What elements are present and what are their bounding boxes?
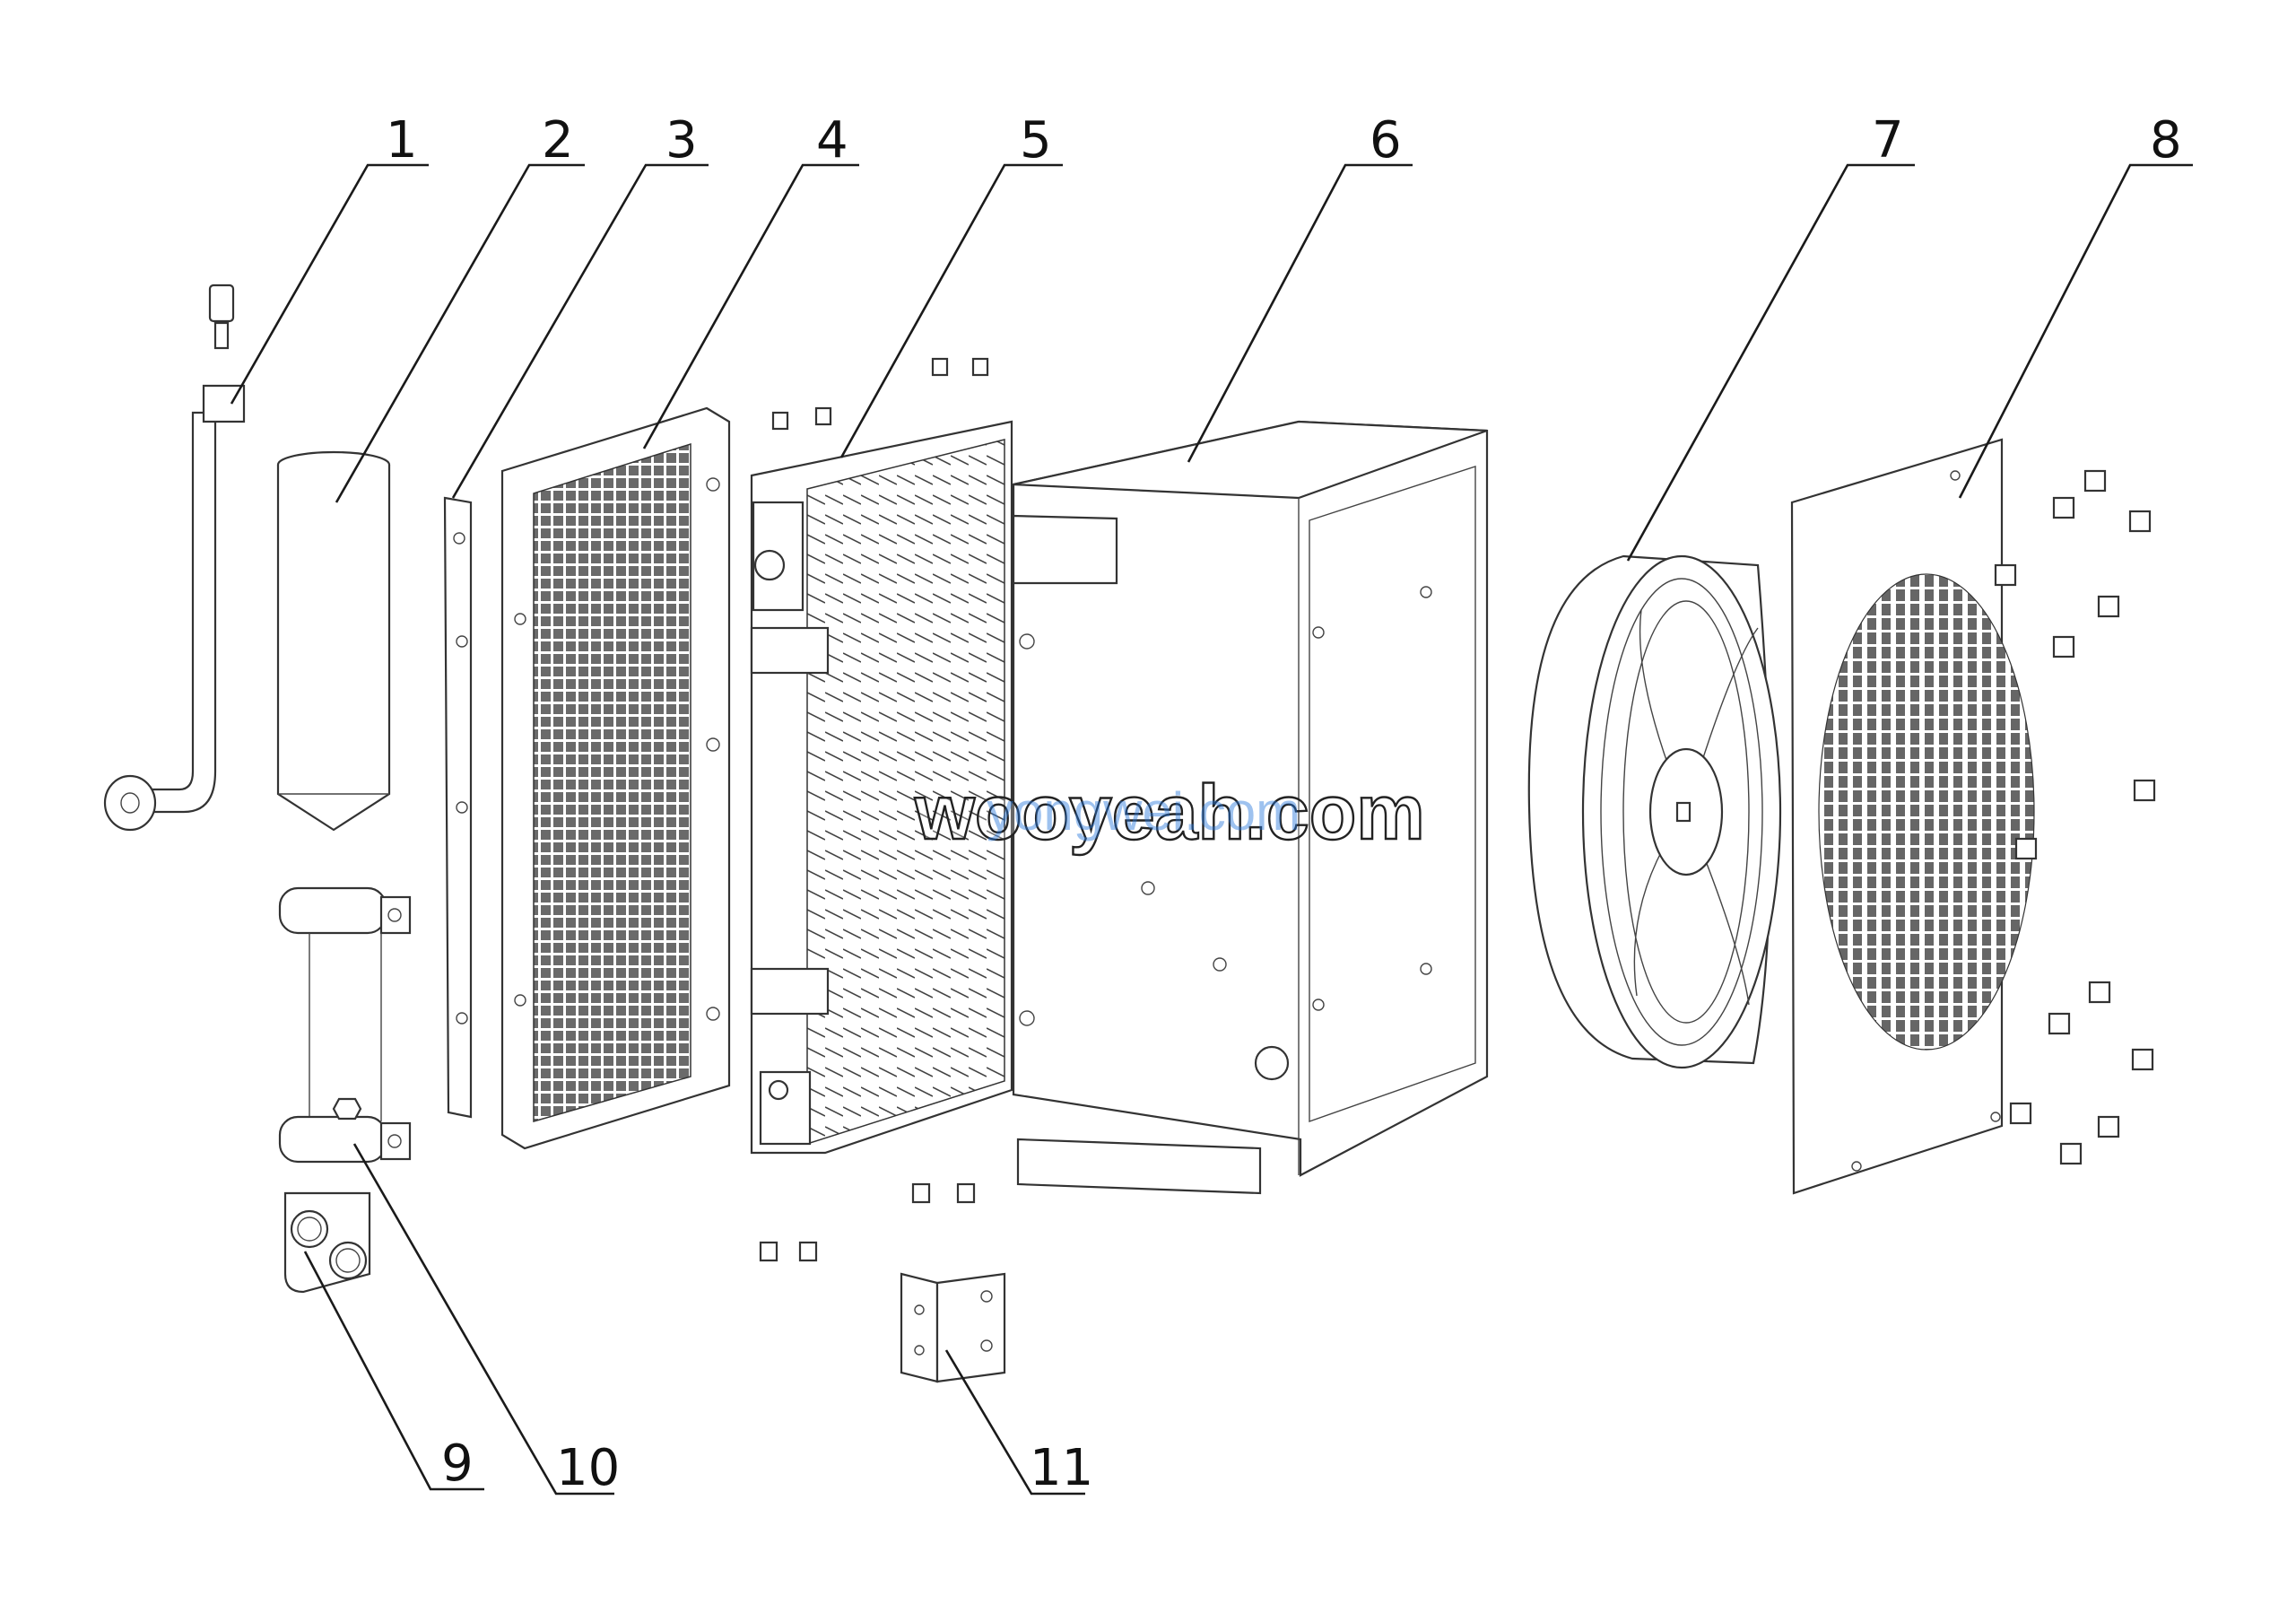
- callout-8: 8: [2150, 111, 2182, 170]
- watermark-secondary: yongwei.com: [987, 781, 1300, 842]
- part-1-pipe: [103, 283, 246, 832]
- part-5-condenser: [750, 357, 1013, 1262]
- callout-11: 11: [1030, 1439, 1093, 1497]
- part-3-gasket: [443, 496, 473, 1119]
- callout-4: 4: [816, 111, 848, 170]
- watermark-main: wooyeah.com: [914, 770, 1425, 856]
- callout-10: 10: [556, 1439, 620, 1497]
- part-8-grille-plate: [1790, 438, 2156, 1195]
- callout-3: 3: [665, 111, 698, 170]
- callout-6: 6: [1370, 111, 1402, 170]
- part-7-fan: [1527, 554, 1782, 1069]
- part-10-clamp: [278, 886, 412, 1164]
- callout-numbers: 1 2 3 4 5 6 7 8 9 10 11: [386, 111, 2182, 1497]
- part-4-screen-frame: [500, 406, 731, 1150]
- part-11-angle-bracket: [900, 1272, 1006, 1383]
- callout-2: 2: [542, 111, 574, 170]
- leader-lines: [230, 163, 2193, 1496]
- callout-9: 9: [441, 1435, 474, 1493]
- watermark: wooyeah.com yongwei.com: [913, 769, 1426, 857]
- callout-1: 1: [386, 111, 418, 170]
- part-6-housing: [1012, 420, 1489, 1195]
- part-9-bracket-plate: [283, 1191, 371, 1294]
- callout-7: 7: [1872, 111, 1904, 170]
- part-2-cylinder: [276, 450, 391, 832]
- callout-5: 5: [1020, 111, 1052, 170]
